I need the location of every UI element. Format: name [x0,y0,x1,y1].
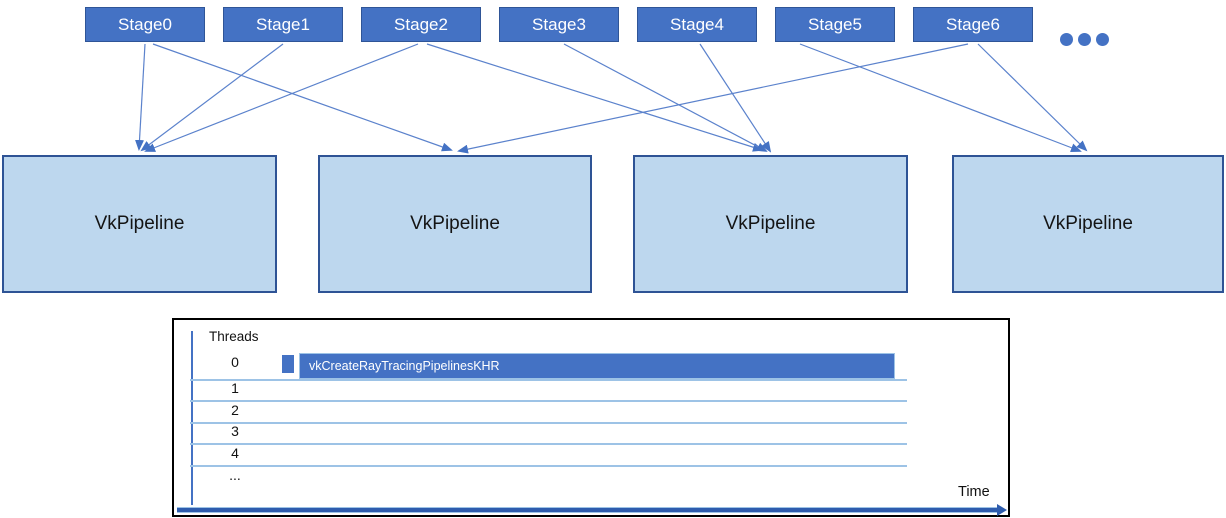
timeline-panel: Threads 0 1 2 3 4... vkCreateRayTracingPipel… [172,318,1010,517]
edge-stage0-pipeline1 [135,43,146,151]
time-axis-arrowhead-icon [997,504,1007,516]
time-axis-line [177,504,1007,516]
edge-stage6-pipeline4 [977,43,1088,152]
ellipsis-dot-icon [1060,33,1073,46]
stage-label: Stage1 [256,14,310,34]
edge-stage2-pipeline1 [144,43,419,152]
edge-stage2-pipeline3 [426,43,764,152]
thread-row-separator [190,422,907,424]
thread-row-label-0: 0 [231,354,239,370]
stage-box-stage2: Stage2 [361,7,481,42]
threads-axis-line [191,331,193,505]
thread-row-separator [190,400,907,402]
stage-box-stage0: Stage0 [85,7,205,42]
pipeline-box-2: VkPipeline [318,155,592,293]
stage-label: Stage4 [670,14,724,34]
threads-axis-title: Threads [209,329,259,344]
stage-box-stage5: Stage5 [775,7,895,42]
edge-stage6-pipeline2 [457,43,969,154]
bar-left-segment [282,355,294,373]
thread-row-label-1: 1 [231,380,239,396]
ellipsis-dot-icon [1078,33,1091,46]
timeline-bar-label: vkCreateRayTracingPipelinesKHR [309,359,500,373]
stage-label: Stage0 [118,14,172,34]
ellipsis-dot-icon [1096,33,1109,46]
thread-row-label-3: 3 [231,423,239,439]
stage-box-stage1: Stage1 [223,7,343,42]
stage-label: Stage2 [394,14,448,34]
stage-box-stage3: Stage3 [499,7,619,42]
pipeline-label: VkPipeline [410,213,500,234]
stage-label: Stage3 [532,14,586,34]
edge-stage4-pipeline3 [699,43,772,153]
more-stages-ellipsis-icon [1060,33,1109,46]
edge-stage0-pipeline2 [152,43,453,152]
edge-stage5-pipeline4 [799,43,1082,152]
edge-stage1-pipeline1 [140,43,284,152]
stage-box-stage6: Stage6 [913,7,1033,42]
thread-row-label-...: ... [229,467,241,483]
pipeline-box-3: VkPipeline [633,155,908,293]
thread-row-separator [190,379,907,381]
pipeline-box-1: VkPipeline [2,155,277,293]
thread-row-label-2: 2 [231,402,239,418]
thread-row-separator [190,443,907,445]
pipeline-label: VkPipeline [94,213,185,234]
pipeline-label: VkPipeline [725,213,816,234]
stage-label: Stage5 [808,14,862,34]
thread-row-label-4: 4 [231,445,239,461]
stage-label: Stage6 [946,14,1000,34]
thread-row-separator [190,465,907,467]
pipeline-label: VkPipeline [1043,213,1133,234]
time-axis-title: Time [958,484,990,500]
pipeline-box-4: VkPipeline [952,155,1224,293]
timeline-bar: vkCreateRayTracingPipelinesKHR [299,353,895,379]
stage-box-stage4: Stage4 [637,7,757,42]
edge-stage3-pipeline3 [563,43,768,152]
